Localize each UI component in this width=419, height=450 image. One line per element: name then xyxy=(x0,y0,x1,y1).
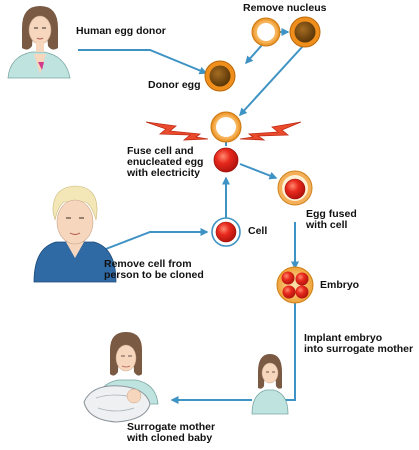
enucleated-egg-top xyxy=(251,17,281,47)
embryo xyxy=(276,266,314,304)
arrow-donor-to-egg xyxy=(78,49,208,75)
label-implant-embryo: Implant embryo into surrogate mother xyxy=(304,332,414,355)
blonde-man-portrait-icon xyxy=(33,185,117,283)
egg-fused-with-cell xyxy=(277,170,313,206)
removed-nucleus-egg xyxy=(289,16,321,48)
label-donor-egg: Donor egg xyxy=(148,79,201,91)
swaddled-baby-icon xyxy=(83,385,151,423)
arrow-nucleus-to-egg xyxy=(245,44,263,65)
label-egg-fused: Egg fused with cell xyxy=(306,208,357,231)
arrow-person-to-cell xyxy=(97,228,209,253)
donor-egg xyxy=(204,60,236,92)
enucleated-egg xyxy=(210,111,242,143)
label-remove-nucleus: Remove nucleus xyxy=(243,2,327,14)
label-fuse-cell: Fuse cell and enucleated egg with electr… xyxy=(127,145,204,179)
donor-cell xyxy=(211,217,241,247)
lightning-bolt-icon xyxy=(145,121,302,141)
mother-with-baby-icon xyxy=(83,332,159,423)
line-embryo-to-surrogate xyxy=(282,302,296,401)
connector-lines xyxy=(78,28,304,404)
label-surrogate-mother: Surrogate mother with cloned baby xyxy=(127,421,216,444)
label-remove-cell: Remove cell from person to be cloned xyxy=(104,258,204,281)
fusing-cell xyxy=(213,147,239,173)
woman-portrait-icon xyxy=(7,6,71,79)
label-embryo: Embryo xyxy=(320,279,360,291)
arrow-fused-to-egg-fused xyxy=(239,163,278,180)
arrow-egg-to-enucleated xyxy=(238,45,304,117)
label-human-egg-donor: Human egg donor xyxy=(76,25,166,37)
label-cell: Cell xyxy=(248,225,268,237)
surrogate-portrait-icon xyxy=(251,354,289,415)
